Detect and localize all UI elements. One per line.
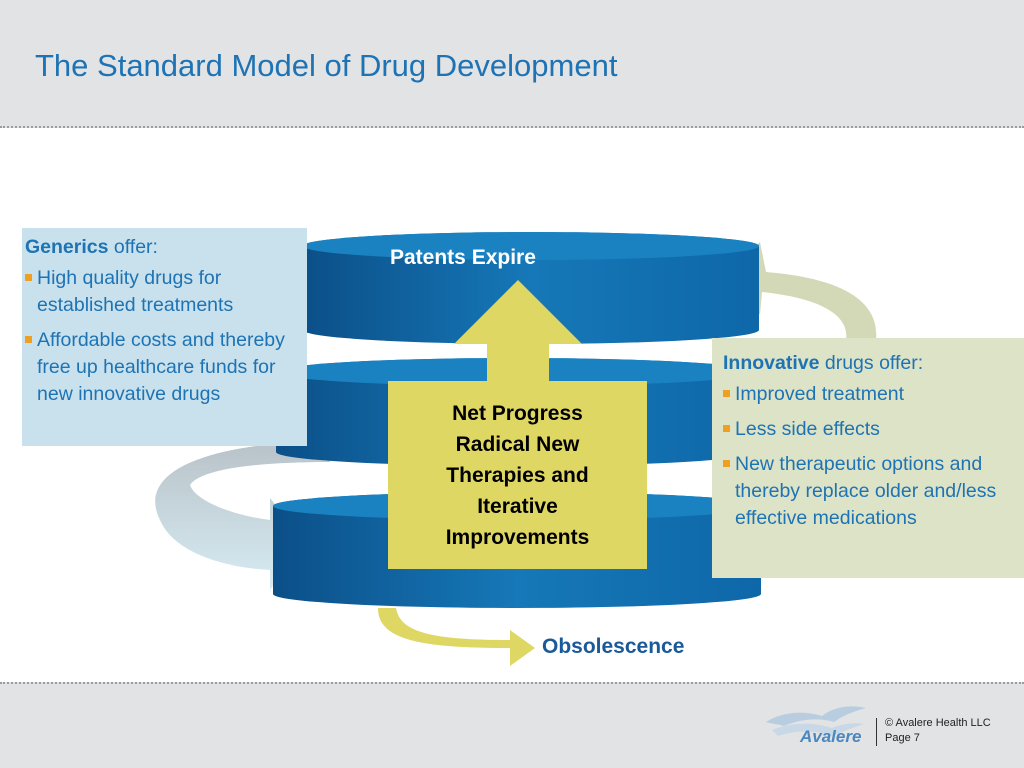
header-band: The Standard Model of Drug Development	[0, 0, 1024, 128]
footer-info: © Avalere Health LLC Page 7	[885, 716, 991, 746]
center-line: Therapies and	[446, 463, 589, 487]
disc-top	[303, 232, 759, 344]
copyright-text: © Avalere Health LLC	[885, 717, 991, 729]
avalere-logo-text: Avalere	[800, 727, 862, 746]
net-progress-box: Net Progress Radical New Therapies and I…	[388, 381, 647, 569]
right-loop-arrow	[732, 242, 877, 340]
generics-bullet: Affordable costs and thereby free up hea…	[25, 327, 307, 408]
generics-box: Generics offer: High quality drugs for e…	[22, 228, 307, 446]
obsolescence-label: Obsolescence	[542, 635, 685, 658]
generics-heading-rest: offer:	[108, 236, 158, 258]
center-line: Iterative	[477, 494, 558, 518]
patents-expire-label: Patents Expire	[390, 246, 536, 269]
net-progress-text: Net Progress Radical New Therapies and I…	[446, 398, 590, 553]
page-number: Page 7	[885, 732, 920, 744]
innovative-list: Improved treatment Less side effects New…	[723, 381, 1024, 532]
innovative-heading-bold: Innovative	[723, 352, 820, 374]
innovative-heading: Innovative drugs offer:	[723, 350, 1024, 377]
generics-heading-bold: Generics	[25, 236, 109, 258]
innovative-box: Innovative drugs offer: Improved treatme…	[712, 338, 1024, 578]
center-line: Radical New	[455, 432, 580, 456]
innovative-heading-rest: drugs offer:	[819, 352, 924, 374]
up-arrow	[454, 280, 582, 384]
avalere-logo-mark	[766, 706, 866, 736]
center-line: Improvements	[445, 525, 590, 549]
footer-divider	[876, 718, 877, 746]
generics-heading: Generics offer:	[25, 234, 307, 261]
obsolescence-arrow	[378, 608, 535, 666]
page-title: The Standard Model of Drug Development	[35, 48, 618, 83]
innovative-bullet: New therapeutic options and thereby repl…	[723, 451, 1024, 532]
generics-list: High quality drugs for established treat…	[25, 265, 307, 408]
generics-bullet: High quality drugs for established treat…	[25, 265, 307, 319]
center-line: Net Progress	[452, 401, 583, 425]
innovative-bullet: Less side effects	[723, 416, 1024, 443]
innovative-bullet: Improved treatment	[723, 381, 1024, 408]
